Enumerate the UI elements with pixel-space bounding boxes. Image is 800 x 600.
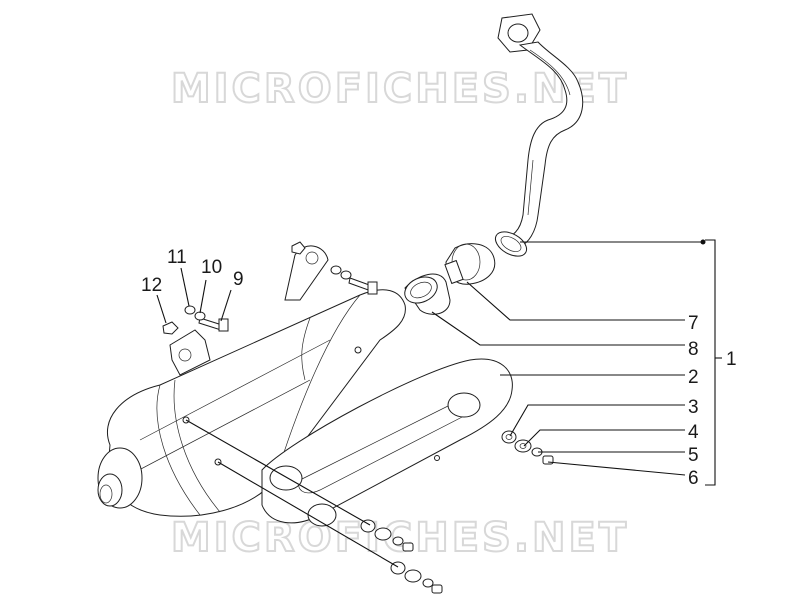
washer-4[interactable] (514, 439, 532, 453)
exhaust-header-pipe[interactable] (491, 13, 584, 261)
washer-11[interactable] (184, 305, 196, 315)
callout-4: 4 (688, 422, 699, 443)
callout-12: 12 (141, 275, 162, 296)
callout-11: 11 (167, 247, 187, 268)
washer-lower-a[interactable] (360, 519, 376, 533)
callout-8: 8 (688, 339, 699, 360)
callout-9: 9 (233, 269, 244, 290)
washer-lower-b[interactable] (374, 527, 392, 541)
callout-1: 1 (726, 349, 737, 370)
leader-lines (156, 239, 722, 568)
callout-10: 10 (201, 257, 222, 278)
washer-lower-f[interactable] (404, 569, 422, 583)
washer-upper-a[interactable] (330, 265, 342, 275)
nut-12[interactable] (162, 321, 179, 335)
screw-lower-h[interactable] (431, 584, 443, 594)
nut-upper[interactable] (291, 241, 306, 255)
washer-lower-c[interactable] (392, 536, 404, 546)
bolt-9[interactable] (198, 317, 229, 332)
callout-7: 7 (688, 313, 699, 334)
callout-3: 3 (688, 397, 699, 418)
callout-2: 2 (688, 367, 699, 388)
callout-6: 6 (688, 468, 699, 489)
exhaust-clamp[interactable] (444, 243, 496, 285)
bolt-upper[interactable] (348, 277, 378, 295)
washer-3[interactable] (501, 430, 517, 444)
muffler-body[interactable] (97, 245, 406, 517)
gasket-sleeve[interactable] (401, 272, 451, 315)
heat-shield[interactable] (261, 358, 513, 527)
washer-lower-g[interactable] (422, 578, 434, 588)
screw-lower-d[interactable] (402, 542, 414, 552)
callout-5: 5 (688, 445, 699, 466)
washer-upper-b[interactable] (340, 270, 352, 280)
washer-10[interactable] (194, 311, 206, 321)
